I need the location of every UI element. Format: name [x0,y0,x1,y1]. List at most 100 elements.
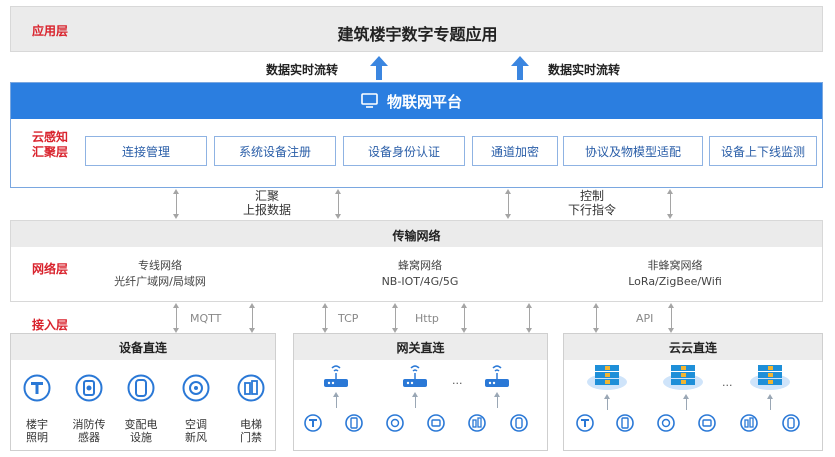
device-label-elevator: 电梯 门禁 [231,418,271,444]
protocol-tcp: TCP [338,312,359,325]
up-arrow-icon [370,56,388,80]
power-distribution-icon [127,374,155,402]
device-direct-title: 设备直连 [11,334,275,360]
iot-platform-header: 物联网平台 [11,83,822,119]
up-arrow-icon [511,56,529,80]
capability-device-authentication: 设备身份认证 [343,136,465,166]
network-group-name: 非蜂窝网络 [647,259,703,272]
device-label-hvac: 空调 新风 [176,418,216,444]
sensing-layer-label-line1: 云感知 [32,130,69,144]
uplink-arrow [494,392,500,408]
flow-label-right: 数据实时流转 [548,63,621,77]
network-group-dedicated: 专线网络 光纤广域网/局域网 [90,258,230,290]
device-label-lighting: 楼宇 照明 [17,418,57,444]
gateway-more-dots: ... [452,374,463,387]
capability-device-registration: 系统设备注册 [214,136,336,166]
network-group-detail: NB-IOT/4G/5G [381,275,459,288]
device-icon [616,414,634,432]
iot-platform-frame: 物联网平台 [10,82,823,188]
application-layer-title: 建筑楼宇数字专题应用 [337,25,498,44]
device-icon [576,414,594,432]
device-icon [510,414,528,432]
cloud-direct-panel: 云云直连 [563,333,823,451]
elevator-access-icon [237,374,265,402]
device-label-line2: 新风 [185,431,207,444]
uplink-arrow [333,392,339,408]
network-layer-label: 网络层 [32,262,69,276]
device-label-line1: 空调 [185,418,207,431]
link-arrow [173,189,179,219]
uplink-arrow [604,394,610,410]
link-arrow [668,303,674,333]
gateway-router-icon [485,365,509,387]
capability-connection-management: 连接管理 [85,136,207,166]
device-icon [698,414,716,432]
device-label-line2: 设施 [130,431,152,444]
air-conditioning-icon [182,374,210,402]
network-group-name: 专线网络 [138,259,182,272]
uplink-arrow [412,392,418,408]
device-label-line2: 门禁 [240,431,262,444]
application-layer-label: 应用层 [32,24,69,38]
device-icon [468,414,486,432]
gateway-direct-panel: 网关直连 [293,333,548,451]
protocol-api: API [636,312,654,325]
fire-sensor-icon [75,374,103,402]
device-icon [782,414,800,432]
device-label-line2: 照明 [26,431,48,444]
downlink-label-line1: 控制 [579,189,604,203]
sensing-layer-label: 云感知 汇聚层 [32,130,68,160]
link-arrow [593,303,599,333]
iot-platform-title: 物联网平台 [387,93,463,111]
device-label-line2: 感器 [78,431,100,444]
cloud-direct-title: 云云直连 [564,334,822,360]
flow-label-left: 数据实时流转 [266,63,339,77]
device-icon [386,414,404,432]
network-layer-header: 传输网络 [11,221,822,247]
application-layer-band: 建筑楼宇数字专题应用 [10,6,823,52]
link-arrow [322,303,328,333]
link-arrow [335,189,341,219]
network-group-detail: 光纤广域网/局域网 [114,275,206,288]
device-icon [740,414,758,432]
protocol-http: Http [415,312,439,325]
network-group-non-cellular: 非蜂窝网络 LoRa/ZigBee/Wifi [600,258,750,290]
uplink-label: 汇聚 上报数据 [232,189,302,217]
downlink-label: 控制 下行指令 [557,189,627,217]
device-label-line1: 楼宇 [26,418,48,431]
network-group-name: 蜂窝网络 [398,259,442,272]
device-icon [345,414,363,432]
device-icon [427,414,445,432]
network-group-detail: LoRa/ZigBee/Wifi [628,275,722,288]
capability-channel-encryption: 通道加密 [472,136,558,166]
capability-online-monitoring: 设备上下线监测 [709,136,817,166]
network-layer-title: 传输网络 [392,229,441,243]
link-arrow [667,189,673,219]
link-arrow [461,303,467,333]
uplink-arrow [767,394,773,410]
device-label-line1: 变配电 [124,418,158,431]
access-layer-label: 接入层 [32,318,69,332]
gateway-direct-title: 网关直连 [294,334,547,360]
uplink-arrow [683,394,689,410]
link-arrow [505,189,511,219]
device-label-line1: 电梯 [240,418,262,431]
monitor-icon [361,93,378,108]
gateway-router-icon [403,365,427,387]
uplink-label-line2: 上报数据 [242,203,291,217]
link-arrow [526,303,532,333]
link-arrow [392,303,398,333]
protocol-mqtt: MQTT [190,312,222,325]
cloud-server-icon [587,365,627,390]
gateway-router-icon [324,365,348,387]
link-arrow [173,303,179,333]
uplink-label-line1: 汇聚 [254,189,279,203]
sensing-layer-label-line2: 汇聚层 [32,145,69,159]
device-icon [657,414,675,432]
device-icon [304,414,322,432]
building-lighting-icon [23,374,51,402]
network-layer-frame: 传输网络 [10,220,823,302]
cloud-server-icon [750,365,790,390]
capability-protocol-adaptation: 协议及物模型适配 [563,136,703,166]
cloud-more-dots: ... [722,376,733,389]
